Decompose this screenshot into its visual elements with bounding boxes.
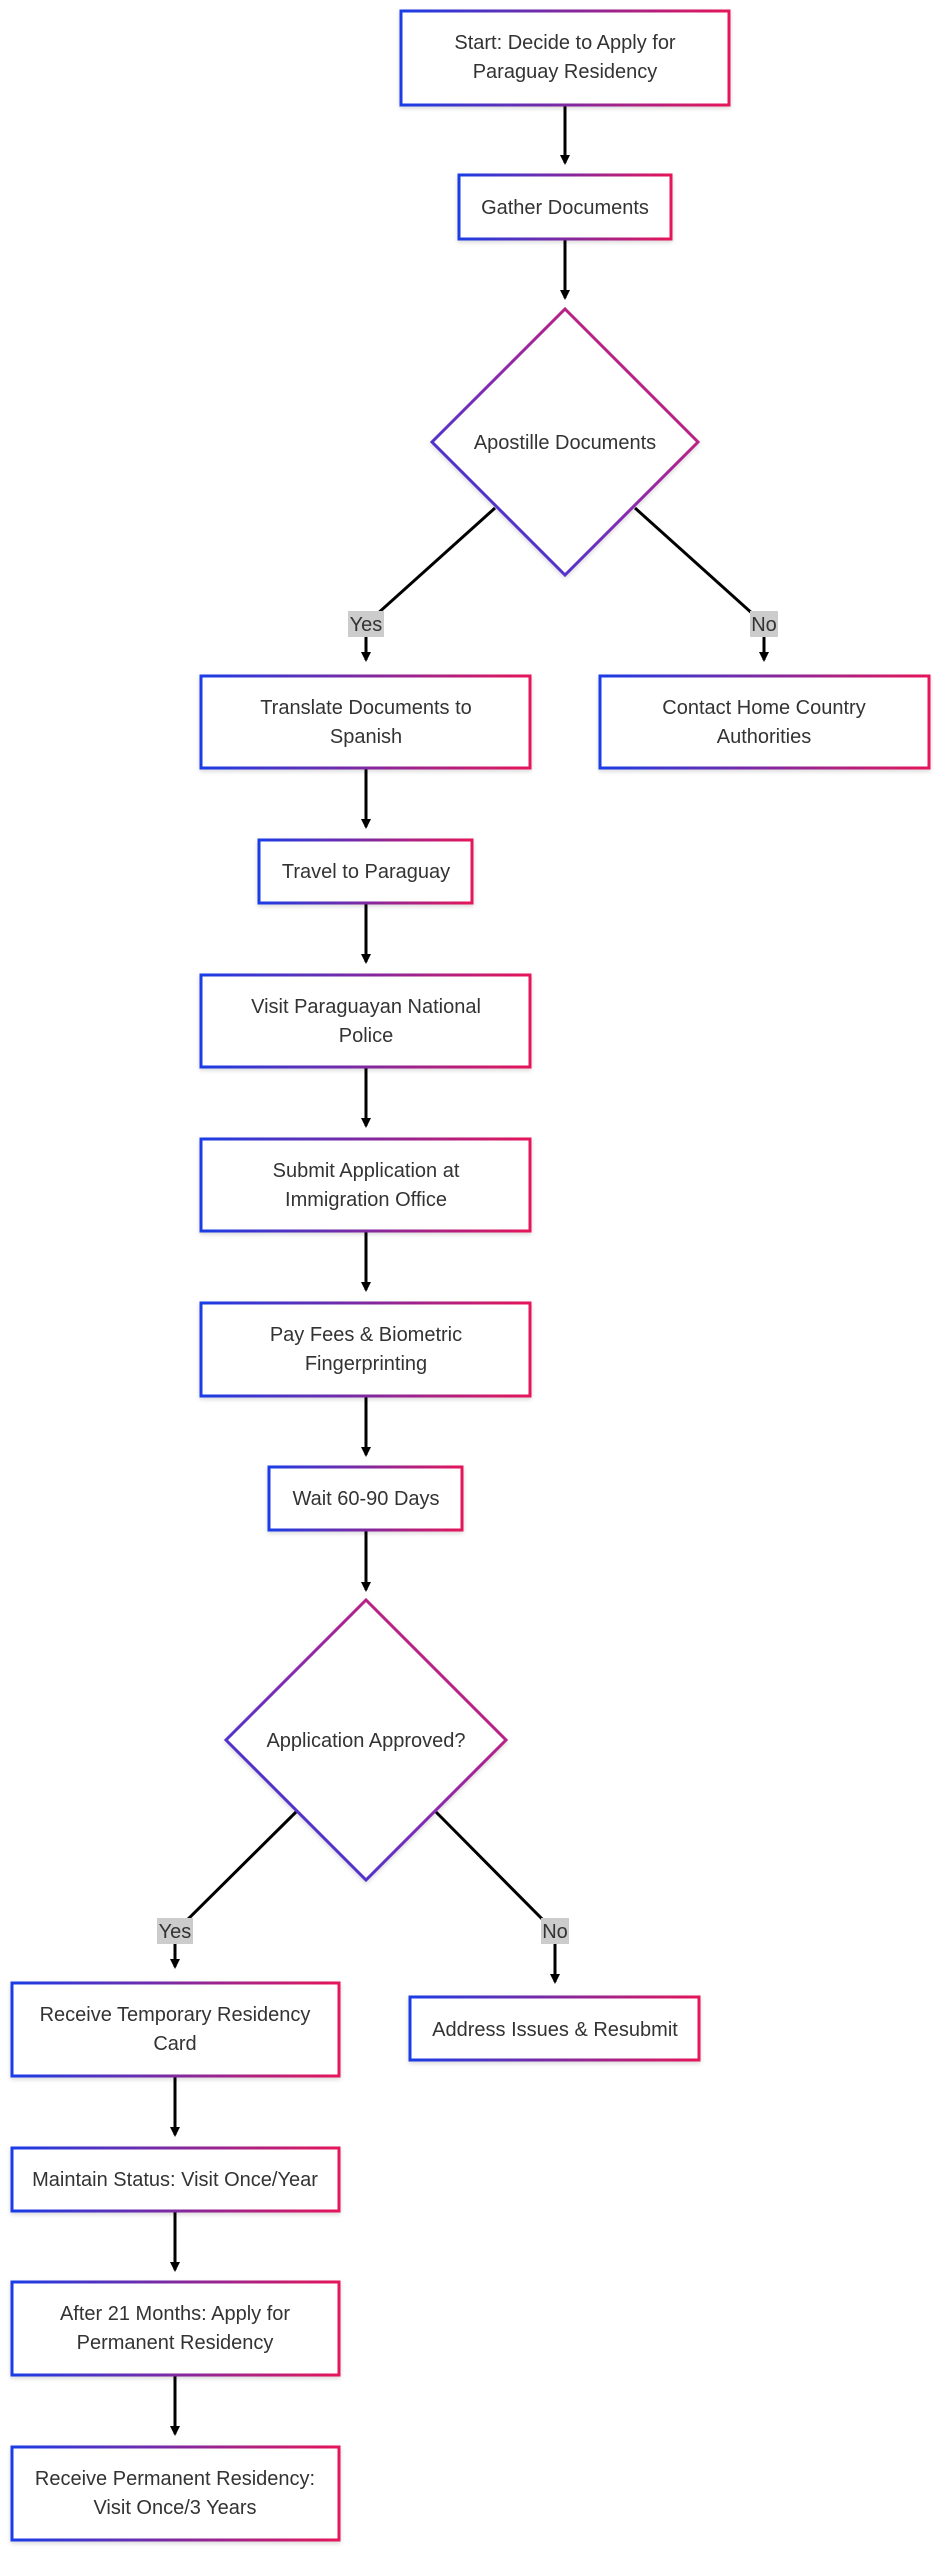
node-label: Translate Documents to [260,697,472,719]
node-submit: Submit Application at Immigration Office [199,1137,532,1233]
node-label: Receive Temporary Residency [40,2004,311,2026]
node-maintain: Maintain Status: Visit Once/Year [10,2146,341,2213]
node-after21: After 21 Months: Apply for Permanent Res… [10,2280,341,2377]
decision-apostille: Apostille Documents [429,306,701,578]
node-address: Address Issues & Resubmit [408,1995,701,2062]
node-permanent: Receive Permanent Residency: Visit Once/… [10,2445,341,2542]
node-temp-card: Receive Temporary Residency Card [10,1981,341,2078]
node-label: Submit Application at [273,1160,460,1182]
node-label: Maintain Status: Visit Once/Year [32,2169,318,2191]
node-label: Visit Once/3 Years [93,2497,256,2519]
node-label: Spanish [330,726,402,748]
node-label: Authorities [717,726,812,748]
node-label: Address Issues & Resubmit [432,2019,678,2041]
decision-label: Apostille Documents [474,432,656,454]
node-label: Paraguay Residency [473,61,658,83]
edge-apostille-no [633,506,769,662]
edge-label-text: No [542,1921,568,1943]
edge-label-approved-no: No [541,1918,569,1944]
node-label: Travel to Paraguay [282,861,450,883]
edge-label-text: Yes [159,1921,192,1943]
node-label: Visit Paraguayan National [251,996,481,1018]
decision-label: Application Approved? [266,1730,465,1752]
node-label: Gather Documents [481,197,649,219]
node-label: Immigration Office [285,1189,447,1211]
edge-approved-no [434,1810,560,1984]
node-police: Visit Paraguayan National Police [199,973,532,1069]
node-travel: Travel to Paraguay [257,838,474,905]
node-label: After 21 Months: Apply for [60,2303,290,2325]
edge-approved-yes [170,1810,298,1969]
edge-label-apostille-yes: Yes [348,611,384,637]
node-label: Police [339,1025,393,1047]
node-label: Contact Home Country [662,697,865,719]
node-gather: Gather Documents [457,173,673,241]
node-wait: Wait 60-90 Days [267,1465,464,1532]
node-label: Start: Decide to Apply for [454,32,676,54]
node-label: Card [153,2033,196,2055]
node-translate: Translate Documents to Spanish [199,674,532,770]
decision-approved: Application Approved? [223,1597,509,1883]
edges [170,105,769,2436]
node-label: Receive Permanent Residency: [35,2468,315,2490]
edge-label-text: Yes [350,614,383,636]
node-label: Fingerprinting [305,1353,427,1375]
node-label: Permanent Residency [77,2332,274,2354]
node-start: Start: Decide to Apply for Paraguay Resi… [399,9,731,107]
node-label: Pay Fees & Biometric [270,1324,462,1346]
edge-apostille-yes [361,506,497,662]
edge-label-apostille-no: No [750,611,778,637]
node-pay: Pay Fees & Biometric Fingerprinting [199,1301,532,1398]
node-contact: Contact Home Country Authorities [598,674,931,770]
edge-label-text: No [751,614,777,636]
node-label: Wait 60-90 Days [292,1488,439,1510]
edge-label-approved-yes: Yes [157,1918,193,1944]
